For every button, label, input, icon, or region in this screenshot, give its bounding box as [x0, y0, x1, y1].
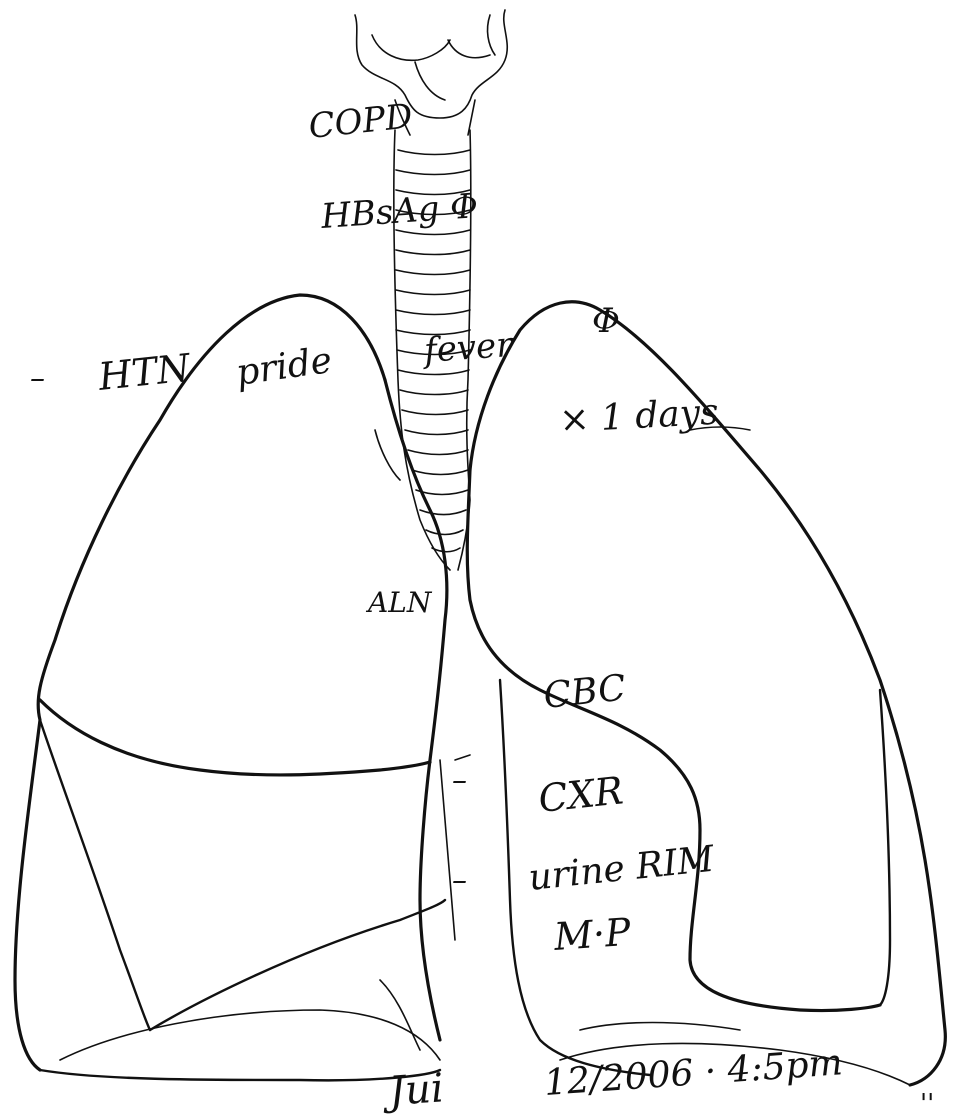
note-cbc: CBC	[542, 668, 628, 717]
note-dash-left-stroke	[455, 755, 470, 760]
note-signature: Jui	[381, 1065, 446, 1115]
note-pride: pride	[234, 340, 335, 394]
note-urine: urine RIM	[527, 839, 717, 899]
note-dash-cxr: –	[452, 763, 467, 798]
note-mp: M·P	[552, 910, 634, 959]
note-aln: ALN	[365, 586, 433, 619]
note-dash-top-left: –	[30, 361, 45, 396]
right-lung	[15, 295, 455, 1080]
note-fever-tag: Φ	[592, 301, 620, 341]
note-date: 12/2006 · 4:5pm	[543, 1042, 844, 1104]
note-dash-urine: –	[452, 863, 467, 898]
note-corner-mark: ''	[920, 1089, 934, 1115]
note-cxr: CXR	[536, 768, 625, 821]
note-fever: fever	[420, 325, 516, 371]
note-days: × 1 days	[558, 392, 719, 441]
note-hbs: HBsAg Φ	[319, 186, 479, 237]
note-copd: COPD	[307, 96, 415, 147]
